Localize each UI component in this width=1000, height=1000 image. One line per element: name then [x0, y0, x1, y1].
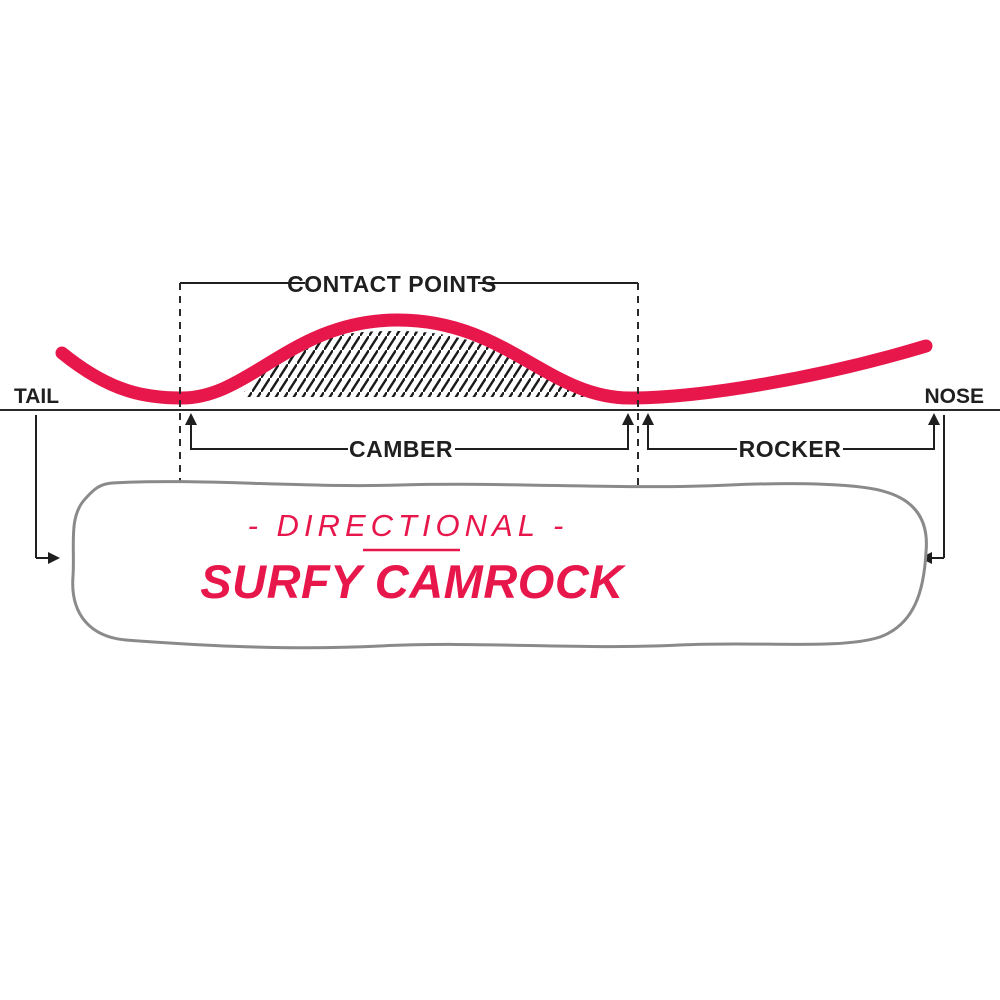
rocker-label: ROCKER: [739, 436, 842, 462]
board-title: SURFY CAMROCK: [200, 555, 626, 608]
nose-label: NOSE: [924, 385, 984, 408]
board-subtitle: - DIRECTIONAL -: [248, 508, 569, 543]
camber-arrow-right-head: [622, 413, 634, 425]
board-profile-curve: [55, 313, 933, 405]
contact-points-label: CONTACT POINTS: [287, 271, 497, 297]
rocker-arrow-right-head: [928, 413, 940, 425]
board-outline: [71, 480, 928, 650]
rocker-arrow-left-head: [642, 413, 654, 425]
camber-hatch-area: [243, 331, 584, 397]
camber-label: CAMBER: [349, 436, 453, 462]
camber-arrow-left-head: [185, 413, 197, 425]
tail-label: TAIL: [14, 385, 59, 408]
tail-pointer-arrowhead: [48, 552, 60, 564]
